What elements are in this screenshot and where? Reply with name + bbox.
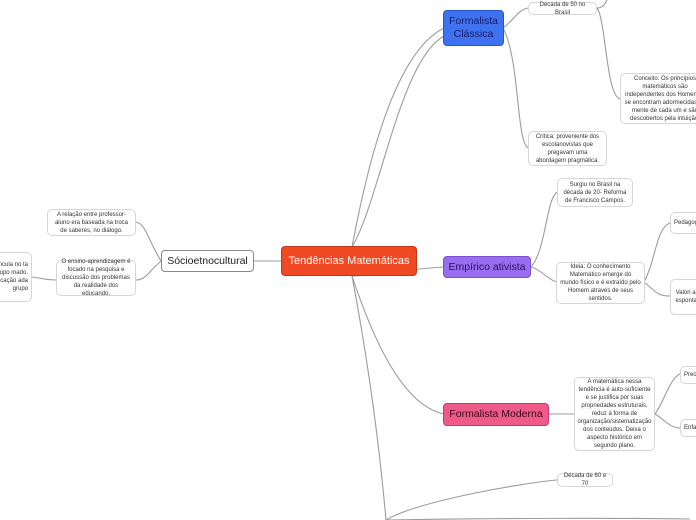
note-decada-50[interactable]: Década de 50 no Brasil bbox=[528, 1, 597, 16]
central-topic[interactable]: Tendências Matemáticas bbox=[281, 246, 417, 276]
note-preo[interactable]: Preo bbox=[680, 366, 696, 384]
branch-formalista-moderna-label: Formalista Moderna bbox=[449, 408, 543, 420]
note-pedagogia-text: Pedagog esc bbox=[674, 220, 696, 226]
note-relacao[interactable]: A relação entre professor-aluno era base… bbox=[47, 209, 136, 236]
note-decada-60-70[interactable]: Década de 60 e 70 bbox=[557, 473, 613, 487]
note-surgiu[interactable]: Surgiu no Brasil na década de 20- Reform… bbox=[557, 178, 633, 207]
note-vincula[interactable]: ncula no ta grupo mado. ificação ada gru… bbox=[0, 252, 32, 302]
note-decada-50-text: Década de 50 no Brasil bbox=[539, 1, 586, 16]
branch-empirico-ativista-label: Empírico ativista bbox=[448, 260, 526, 273]
note-matematica[interactable]: A matemática nessa tendência é auto-sufi… bbox=[574, 377, 655, 451]
branch-formalista-classica[interactable]: Formalista Clássica bbox=[443, 10, 504, 46]
note-conceito-text: Conceito: Os princípios matemáticos são … bbox=[624, 75, 696, 122]
note-relacao-text: A relação entre professor-aluno era base… bbox=[54, 211, 129, 234]
note-ensino[interactable]: O ensino-aprendizagem é focado na pesqui… bbox=[56, 259, 136, 297]
note-ideia-text: Ideia: O conhecimento Matemático emerge … bbox=[560, 264, 641, 302]
note-ideia[interactable]: Ideia: O conhecimento Matemático emerge … bbox=[556, 262, 645, 304]
note-ensino-text: O ensino-aprendizagem é focado na pesqui… bbox=[61, 259, 131, 297]
branch-socioetnocultural-label: Sócioetnocultural bbox=[167, 254, 248, 267]
note-enfa[interactable]: Enfa bbox=[680, 419, 696, 437]
note-surgiu-text: Surgiu no Brasil na década de 20- Reform… bbox=[563, 181, 627, 204]
note-valori[interactable]: Valori aspec esponta não bbox=[670, 279, 696, 315]
note-matematica-text: A matemática nessa tendência é auto-sufi… bbox=[577, 379, 652, 449]
note-pedagogia[interactable]: Pedagog esc bbox=[670, 212, 696, 234]
note-decada-60-70-text: Década de 60 e 70 bbox=[563, 473, 607, 487]
branch-socioetnocultural[interactable]: Sócioetnocultural bbox=[161, 250, 254, 272]
note-valori-text: Valori aspec esponta não bbox=[675, 290, 696, 304]
note-preo-text: Preo bbox=[684, 372, 696, 378]
note-conceito[interactable]: Conceito: Os princípios matemáticos são … bbox=[620, 73, 696, 124]
branch-empirico-ativista[interactable]: Empírico ativista bbox=[443, 256, 531, 278]
note-enfa-text: Enfa bbox=[684, 425, 696, 431]
note-critica-text: Crítica: proveniente dos escolanovistas … bbox=[535, 133, 600, 164]
note-vincula-text: ncula no ta grupo mado. ificação ada gru… bbox=[0, 262, 28, 292]
central-topic-label: Tendências Matemáticas bbox=[288, 255, 410, 267]
branch-formalista-moderna[interactable]: Formalista Moderna bbox=[443, 403, 549, 426]
note-critica[interactable]: Crítica: proveniente dos escolanovistas … bbox=[528, 131, 607, 166]
branch-formalista-classica-label: Formalista Clássica bbox=[448, 15, 498, 40]
